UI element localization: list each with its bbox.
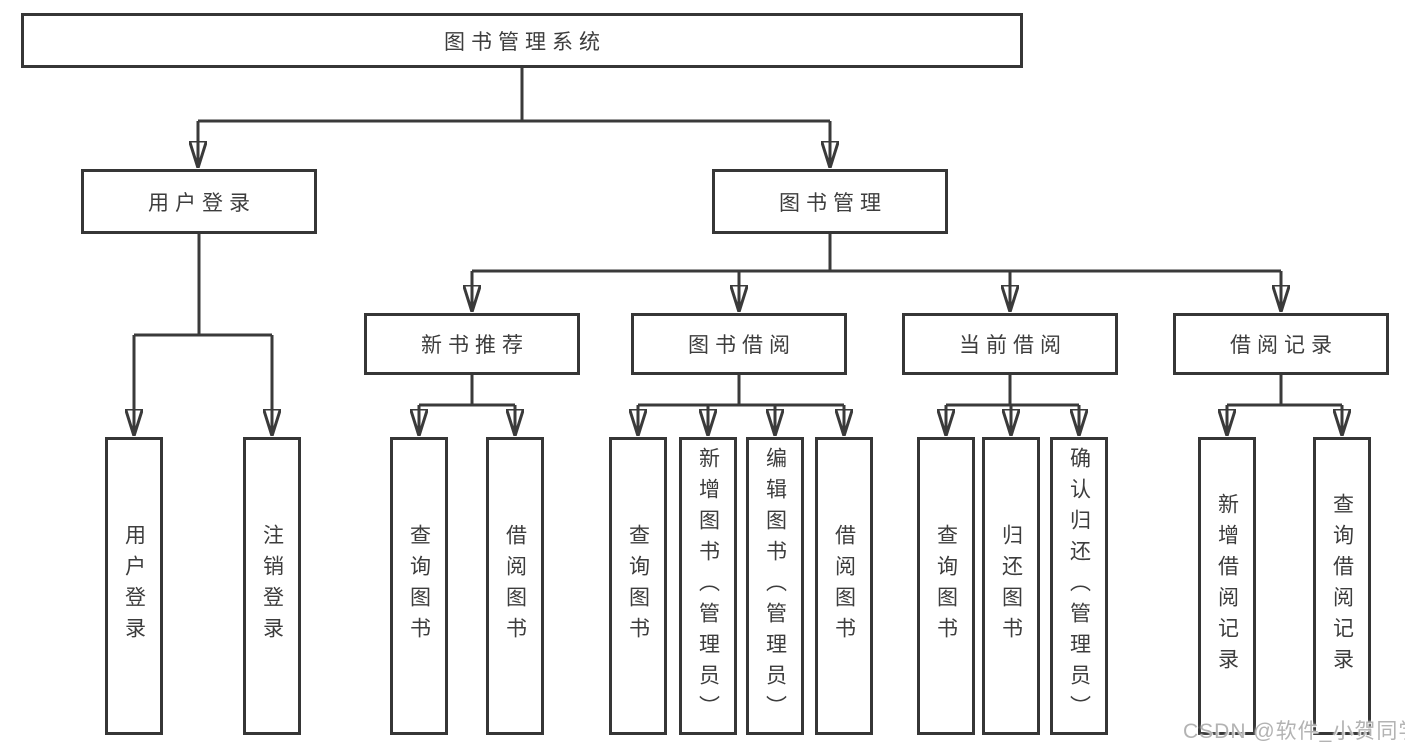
node-book-borrowing: 图书借阅 xyxy=(631,313,847,375)
leaf-borrow-add-books-admin: 新增图书（管理员） xyxy=(679,437,737,735)
leaf-current-search-books: 查询图书 xyxy=(917,437,975,735)
csdn-watermark: CSDN @软件_小贺同学 xyxy=(1183,720,1405,743)
leaf-records-add-borrow-record: 新增借阅记录 xyxy=(1198,437,1256,735)
leaf-borrow-borrow-books: 借阅图书 xyxy=(815,437,873,735)
leaf-borrow-edit-books-admin: 编辑图书（管理员） xyxy=(746,437,804,735)
node-current-borrowing: 当前借阅 xyxy=(902,313,1118,375)
leaf-current-return-books: 归还图书 xyxy=(982,437,1040,735)
edges-current-borrowing-children xyxy=(946,375,1079,436)
leaf-recommend-search-books: 查询图书 xyxy=(390,437,448,735)
node-book-management: 图书管理 xyxy=(712,169,948,234)
edges-root-to-level2 xyxy=(198,68,830,168)
leaf-borrow-search-books: 查询图书 xyxy=(609,437,667,735)
node-user-login: 用户登录 xyxy=(81,169,317,234)
leaf-records-search-borrow-record: 查询借阅记录 xyxy=(1313,437,1371,735)
node-new-book-recommendation: 新书推荐 xyxy=(364,313,580,375)
edges-book-borrowing-children xyxy=(638,375,844,436)
edges-user-login-children xyxy=(134,234,272,436)
leaf-current-confirm-return-admin: 确认归还（管理员） xyxy=(1050,437,1108,735)
leaf-recommend-borrow-books: 借阅图书 xyxy=(486,437,544,735)
edges-borrowing-records-children xyxy=(1227,375,1342,436)
edges-new-book-recommendation-children xyxy=(419,375,515,436)
node-borrowing-records: 借阅记录 xyxy=(1173,313,1389,375)
leaf-logout-login: 注销登录 xyxy=(243,437,301,735)
leaf-user-login: 用户登录 xyxy=(105,437,163,735)
edges-book-management-children xyxy=(472,234,1281,312)
node-library-management-system: 图书管理系统 xyxy=(21,13,1023,68)
